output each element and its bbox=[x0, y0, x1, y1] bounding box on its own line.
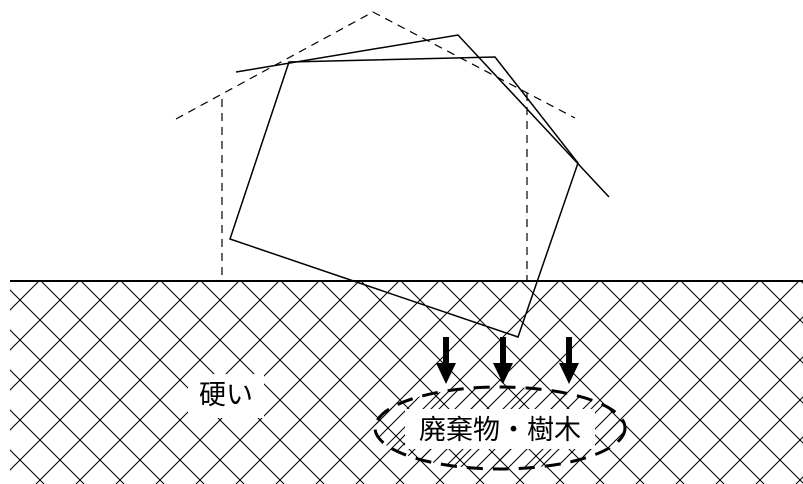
original-house-dashed-outline bbox=[175, 11, 576, 281]
hard-ground-label-backdrop bbox=[188, 374, 264, 418]
down-arrow-icon bbox=[559, 337, 579, 384]
down-arrow-icon bbox=[493, 337, 513, 384]
waste-label: 廃棄物・樹木 bbox=[419, 415, 581, 446]
hard-ground-label: 硬い bbox=[199, 380, 253, 411]
waste-label-backdrop bbox=[405, 409, 595, 449]
down-arrow-icon bbox=[436, 337, 456, 384]
tilted-house-outline bbox=[229, 34, 610, 338]
settlement-arrows bbox=[436, 337, 579, 384]
